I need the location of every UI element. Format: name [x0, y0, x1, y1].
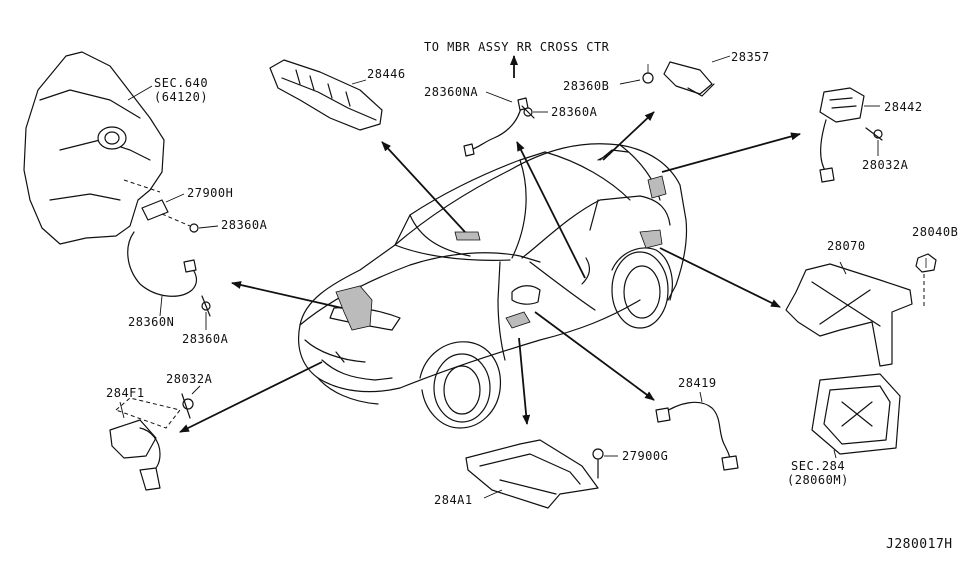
label-284a1: 284A1	[434, 493, 473, 507]
label-sec284: SEC.284	[791, 459, 846, 473]
callout-arrows	[179, 55, 801, 433]
part-27900h-clip	[141, 193, 185, 221]
header-note-label: TO MBR ASSY RR CROSS CTR	[424, 40, 610, 54]
label-284f1: 284F1	[106, 386, 145, 400]
label-28446: 28446	[367, 67, 406, 81]
label-28032a-left: 28032A	[166, 372, 213, 386]
label-27900g: 27900G	[622, 449, 669, 463]
part-28032a-bolt-left	[181, 385, 201, 419]
sec284-control-module	[811, 373, 901, 459]
label-28032a-right: 28032A	[862, 158, 909, 172]
part-28360n-harness	[127, 231, 198, 317]
part-28360a-bolt-top	[521, 105, 548, 119]
sec640-fender-panel	[23, 51, 165, 245]
label-28040b: 28040B	[912, 225, 959, 239]
part-27900g-bolt	[592, 448, 618, 479]
label-28360n: 28360N	[128, 315, 175, 329]
part-28070-bracket	[785, 261, 913, 367]
part-28446-bracket	[269, 59, 383, 131]
label-28419: 28419	[678, 376, 717, 390]
part-28419-harness	[655, 391, 739, 471]
label-27900h: 27900H	[187, 186, 234, 200]
part-28040b-nut	[915, 253, 937, 306]
part-28360a-bolt-bottom	[201, 295, 211, 330]
part-28032a-bolt-right	[865, 127, 883, 156]
label-28360a-left: 28360A	[221, 218, 268, 232]
part-28360na-harness	[463, 91, 529, 157]
label-28360a-top: 28360A	[551, 105, 598, 119]
part-28442-sensor	[819, 87, 880, 183]
label-28360a-bottom: 28360A	[182, 332, 229, 346]
label-28442: 28442	[884, 100, 923, 114]
diagram-id-label: J280017H	[886, 537, 953, 552]
part-284f1-sensor	[109, 397, 181, 491]
label-28357: 28357	[731, 50, 770, 64]
vehicle-outline	[297, 143, 688, 429]
label-sec640: SEC.640	[154, 76, 209, 90]
label-sec640-ref: (64120)	[154, 90, 209, 104]
label-28360b: 28360B	[563, 79, 610, 93]
label-sec284-ref: (28060M)	[787, 473, 849, 487]
part-284a1-bracket	[465, 439, 599, 509]
label-28070: 28070	[827, 239, 866, 253]
part-28360a-bolt-left	[161, 213, 219, 233]
part-28357-module	[619, 55, 731, 97]
label-28360na: 28360NA	[424, 85, 479, 99]
